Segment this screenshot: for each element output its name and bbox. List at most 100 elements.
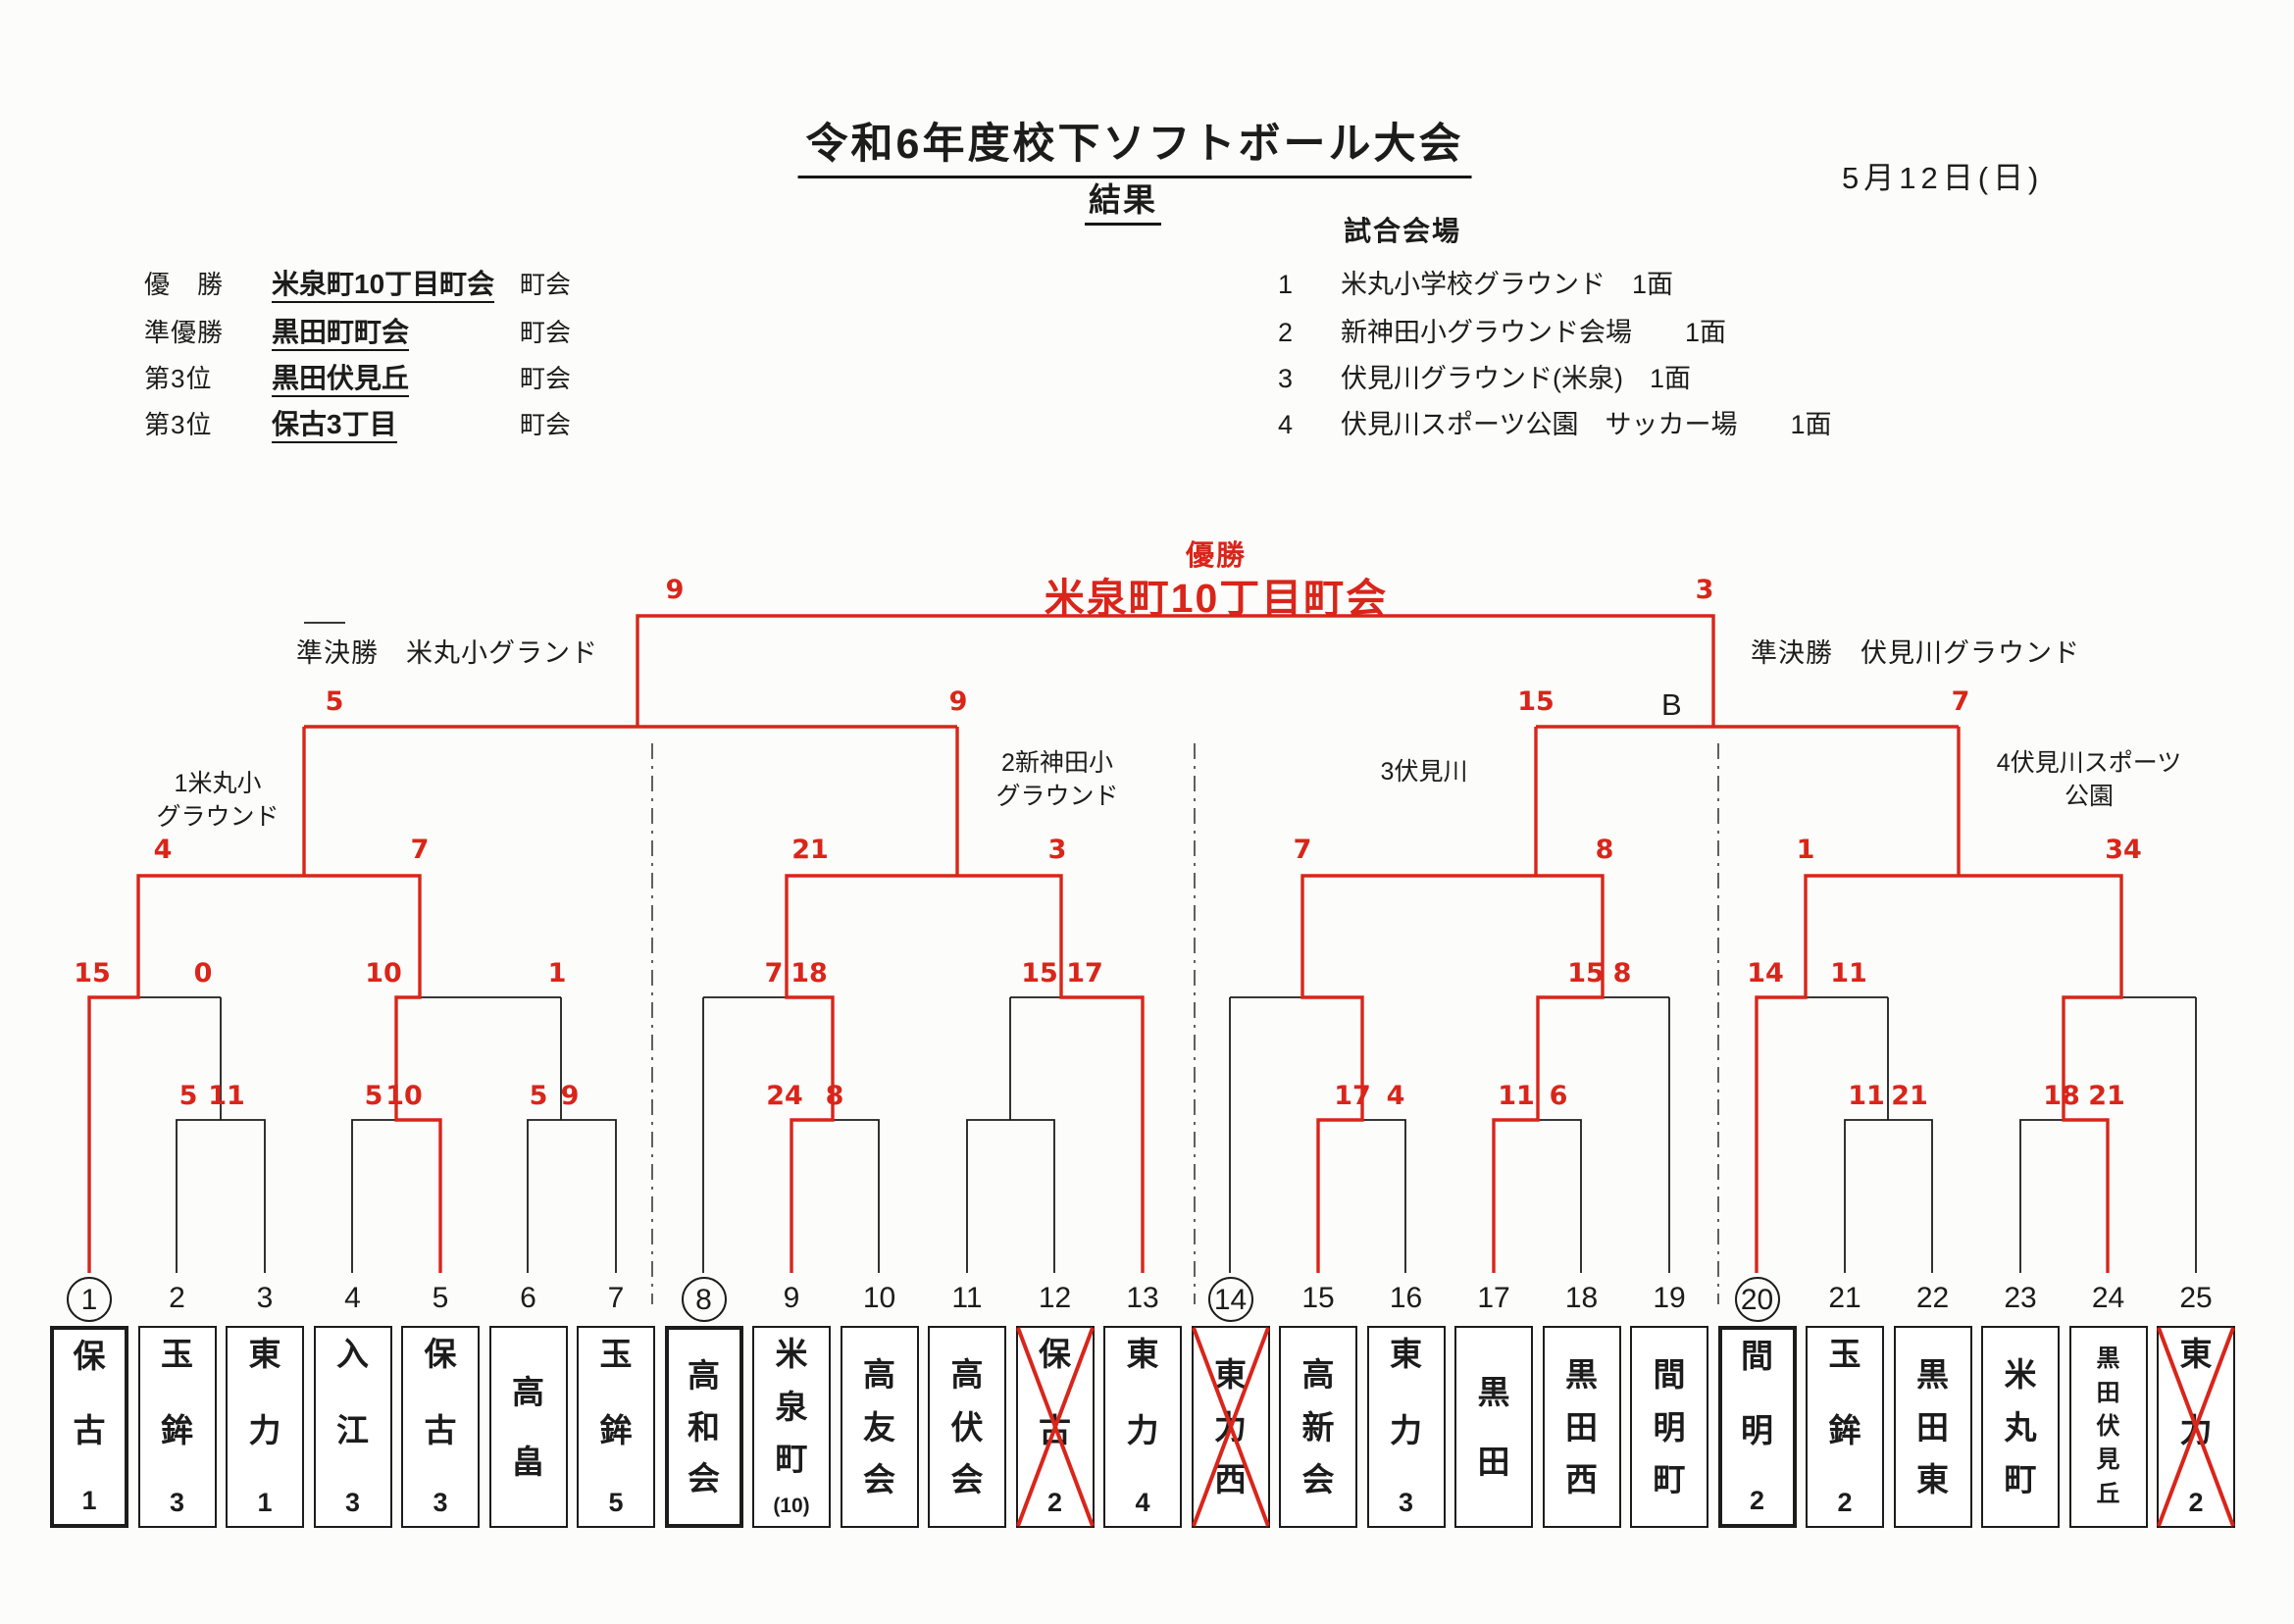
team-name-suffix: 4 — [1135, 1488, 1150, 1517]
team-name-char: 玉 — [599, 1336, 633, 1372]
result-row-third-b: 第3位保古3丁目町会 — [144, 403, 571, 443]
team-name-char: 伏 — [950, 1408, 984, 1446]
team-number: 7 — [607, 1282, 625, 1314]
team-name-char: 力 — [1390, 1411, 1422, 1448]
team-name-char: 町 — [1653, 1461, 1686, 1498]
match-score-m13b: 8 — [1612, 958, 1632, 989]
team-box: 高新会 — [1279, 1326, 1357, 1528]
venue-row: 3 伏見川グラウンド(米泉) 1面 — [1278, 357, 1691, 395]
match-score-m2b: 0 — [193, 958, 213, 989]
team-name-char: 西 — [1565, 1461, 1598, 1498]
match-score-m7b: 18 — [790, 958, 828, 989]
match-score-v1a: 4 — [153, 835, 173, 865]
team-name-char: 江 — [336, 1411, 369, 1448]
match-score-m3b: 10 — [385, 1081, 423, 1111]
team-name-char: 伏 — [2096, 1412, 2120, 1440]
match-score-m10b: 4 — [1386, 1081, 1405, 1111]
team-name-suffix: 5 — [608, 1488, 624, 1517]
team-number: 21 — [1828, 1282, 1861, 1314]
match-score-m4b: 9 — [560, 1081, 580, 1111]
venue-name: 伏見川スポーツ公園 サッカー場 1面 — [1341, 410, 1832, 439]
team-name-suffix: 1 — [257, 1488, 273, 1517]
match-score-m16a: 18 — [2043, 1081, 2080, 1111]
team-name-char: 東 — [1390, 1336, 1422, 1372]
team-number: 19 — [1653, 1282, 1686, 1314]
team-name-char: 東 — [2179, 1336, 2213, 1372]
match-score-fina: 9 — [665, 575, 685, 605]
team-name-char: 東 — [1214, 1355, 1247, 1393]
team-box: 東力2 — [2157, 1326, 2235, 1528]
champion-name: 米泉町10丁目町会 — [1044, 576, 1389, 621]
team-name-char: 泉 — [775, 1388, 808, 1425]
match-score-m1a: 5 — [178, 1081, 198, 1111]
match-score-m10a: 17 — [1334, 1081, 1371, 1111]
team-name-suffix: 3 — [344, 1488, 361, 1517]
match-score-m7a: 7 — [764, 958, 784, 989]
ground-label-3: 3伏見川 — [1381, 756, 1468, 789]
team-name-suffix: 3 — [1398, 1488, 1414, 1517]
team-name-char: 米 — [775, 1336, 808, 1372]
venue-name: 新神田小グラウンド会場 1面 — [1341, 318, 1727, 347]
team-name-char: 田 — [2096, 1379, 2120, 1406]
venue-number: 3 — [1278, 364, 1294, 393]
venues-header: 試合会場 — [1344, 216, 1462, 246]
team-number: 23 — [2004, 1282, 2037, 1314]
match-score-v4a: 1 — [1796, 835, 1815, 865]
match-score-sfra: 15 — [1517, 686, 1555, 717]
team-name-char: 黒 — [1565, 1355, 1598, 1393]
team-name-char: 東 — [1916, 1461, 1949, 1498]
team-name-char: 会 — [688, 1460, 720, 1497]
result-team: 米泉町10丁目町会 — [272, 269, 495, 303]
champion-label: 優勝 — [1185, 540, 1248, 572]
team-number: 3 — [256, 1282, 274, 1314]
team-box: 米泉町(10) — [752, 1326, 831, 1528]
event-date: 5月12日(日) — [1842, 161, 2044, 195]
team-name-char: 田 — [1477, 1444, 1510, 1481]
team-name-char: 間 — [1741, 1338, 1773, 1374]
ground-label-1: 1米丸小 グラウンド — [156, 768, 279, 835]
team-number: 9 — [783, 1282, 800, 1314]
result-row-champion: 優 勝米泉町10丁目町会町会 — [144, 263, 571, 303]
team-box: 黒田伏見丘 — [2068, 1326, 2148, 1528]
match-score-m6a: 24 — [766, 1081, 803, 1111]
result-row-third-a: 第3位黒田伏見丘町会 — [144, 357, 571, 397]
team-name-char: 丸 — [2004, 1408, 2037, 1446]
match-score-m4a: 5 — [529, 1081, 548, 1111]
ground-label-line: 公園 — [2064, 782, 2114, 810]
match-score-m6b: 8 — [825, 1081, 844, 1111]
venue-name: 伏見川グラウンド(米泉) 1面 — [1341, 364, 1691, 393]
team-name-char: 和 — [688, 1408, 720, 1446]
team-name-char: 丘 — [2096, 1480, 2120, 1507]
team-number: 11 — [951, 1282, 983, 1314]
result-rank: 第3位 — [144, 364, 213, 393]
result-rank: 第3位 — [144, 410, 213, 439]
match-score-m13a: 15 — [1567, 958, 1605, 989]
team-name-char: 高 — [863, 1355, 895, 1393]
team-box: 高伏会 — [928, 1326, 1006, 1528]
team-box: 間明町 — [1630, 1326, 1708, 1528]
match-score-finb: 3 — [1695, 575, 1714, 605]
team-number: 12 — [1038, 1282, 1072, 1314]
team-name-char: 入 — [336, 1336, 369, 1372]
team-name-char: 古 — [424, 1411, 457, 1448]
match-score-m5b: 1 — [547, 958, 567, 989]
match-score-v3a: 7 — [1293, 835, 1312, 865]
team-name-char: 保 — [424, 1336, 457, 1372]
team-name-char: 会 — [863, 1461, 895, 1498]
team-name-suffix: 3 — [169, 1488, 185, 1517]
team-name-char: 高 — [688, 1356, 720, 1394]
venue-number: 1 — [1278, 270, 1294, 299]
match-score-sfla: 5 — [325, 686, 344, 717]
ground-label-4: 4伏見川スポーツ 公園 — [1997, 747, 2181, 814]
team-name-char: 高 — [1301, 1355, 1335, 1393]
team-box: 高畠 — [488, 1326, 568, 1528]
team-number: 18 — [1564, 1282, 1599, 1314]
team-number: 16 — [1389, 1282, 1423, 1314]
team-name-char: 田 — [1916, 1408, 1949, 1446]
